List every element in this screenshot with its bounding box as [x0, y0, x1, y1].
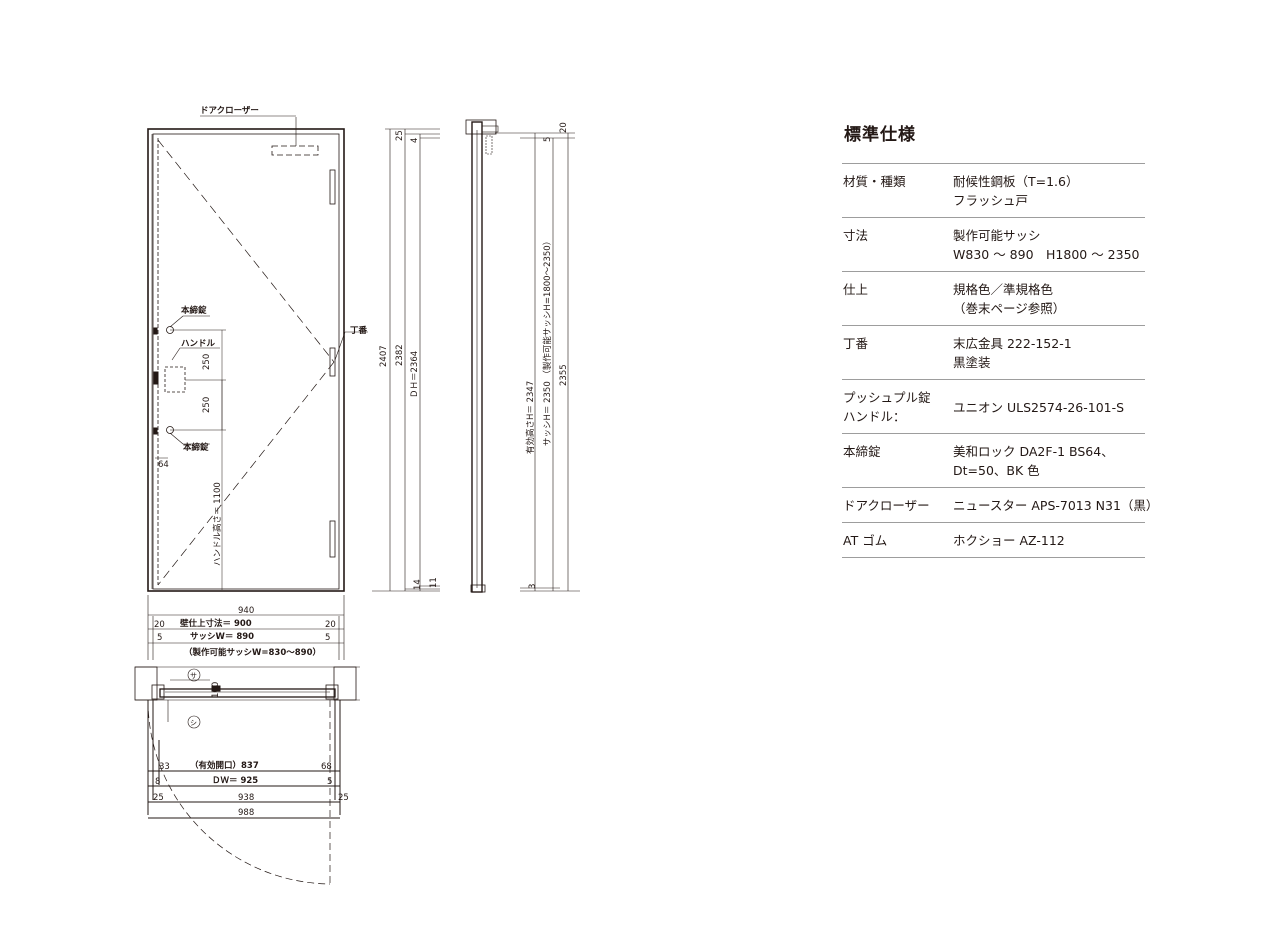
spec-value: ホクショー AZ-112: [953, 531, 1145, 550]
plan-8: 8: [155, 777, 160, 787]
spec-key: 本締錠: [843, 444, 881, 459]
dim-64: 64: [158, 460, 169, 470]
spec-value-line: 耐候性鋼板（T=1.6）: [953, 174, 1079, 189]
spec-key: 丁番: [843, 336, 869, 351]
width-20-left: 20: [154, 620, 165, 630]
plan-33: 33: [159, 762, 170, 772]
height-dimensions: [372, 128, 440, 592]
sash-height-dim: サッシH＝ 2350 （製作可能サッシH=1800～2350）: [542, 237, 553, 446]
spec-value: 末広金具 222-152-1 黒塗装: [953, 334, 1145, 372]
width-5-right: 5: [325, 633, 330, 643]
spec-value: ニュースター APS-7013 N31（黒）: [953, 496, 1158, 515]
effective-height-dim: 有効高さH＝ 2347: [525, 381, 536, 454]
spec-value: ユニオン ULS2574-26-101-S: [953, 398, 1145, 417]
dim-20-top: 20: [559, 122, 569, 133]
dim-25-top: 25: [395, 130, 405, 141]
dim-2382: 2382: [395, 344, 405, 366]
spec-value-line: ニュースター APS-7013 N31（黒）: [953, 498, 1159, 513]
spec-row-at-rubber: AT ゴム ホクショー AZ-112: [842, 523, 1145, 558]
spec-value: 製作可能サッシ W830 ～ 890 H1800 ～ 2350: [953, 226, 1145, 264]
spec-value-line: W830 ～ 890 H1800 ～ 2350: [953, 247, 1140, 262]
dim-250-a: 250: [202, 354, 212, 370]
plan-mark-sa: サ: [190, 672, 197, 680]
spec-row-door-closer: ドアクローザー ニュースター APS-7013 N31（黒）: [842, 488, 1158, 523]
plan-25-left: 25: [153, 793, 164, 803]
plan-837: （有効開口）837: [190, 760, 259, 771]
spec-value-line: （巻末ページ参照）: [953, 301, 1066, 316]
spec-value-line: Dt=50、BK 色: [953, 463, 1040, 478]
spec-key-line: プッシュプル錠: [843, 390, 931, 405]
side-section: [465, 119, 580, 593]
plan-100: 100: [211, 682, 221, 698]
spec-key: 材質・種類: [843, 174, 906, 189]
spec-value-line: 黒塗装: [953, 355, 991, 370]
spec-row-material: 材質・種類 耐候性鋼板（T=1.6） フラッシュ戸: [842, 164, 1145, 218]
front-elevation: [147, 115, 368, 592]
spec-key: 寸法: [843, 228, 869, 243]
dh-dim: ＤＨ＝2364: [410, 351, 420, 398]
spec-key: AT ゴム: [843, 533, 888, 548]
spec-value: 美和ロック DA2F-1 BS64、 Dt=50、BK 色: [953, 442, 1145, 480]
door-drawing: ドアクローザー 丁番 本締錠 ハンドル 本締錠 250 250 64 ハンドル高…: [134, 105, 580, 885]
deadbolt-top-label: 本締錠: [181, 305, 207, 316]
dim-11: 11: [429, 577, 439, 588]
width-940: 940: [238, 606, 254, 616]
spec-value: 耐候性鋼板（T=1.6） フラッシュ戸: [953, 172, 1145, 210]
spec-row-dimensions: 寸法 製作可能サッシ W830 ～ 890 H1800 ～ 2350: [842, 218, 1145, 272]
dim-250-b: 250: [202, 397, 212, 413]
plan-938: 938: [238, 793, 254, 803]
deadbolt-bottom-label: 本締錠: [183, 442, 209, 453]
spec-value-line: 美和ロック DA2F-1 BS64、: [953, 444, 1114, 459]
plan-mark-shi: シ: [190, 719, 197, 727]
width-dimensions: [147, 595, 345, 660]
spec-row-deadbolt: 本締錠 美和ロック DA2F-1 BS64、 Dt=50、BK 色: [842, 434, 1145, 488]
spec-value-line: 規格色／準規格色: [953, 282, 1054, 297]
hinge-label: 丁番: [350, 325, 368, 336]
spec-value-line: 末広金具 222-152-1: [953, 336, 1072, 351]
spec-value: 規格色／準規格色 （巻末ページ参照）: [953, 280, 1145, 318]
spec-value-line: 製作可能サッシ: [953, 228, 1041, 243]
width-890-note: （製作可能サッシW=830～890）: [184, 647, 321, 658]
width-890: サッシW＝ 890: [190, 632, 254, 642]
plan-68: 68: [321, 762, 332, 772]
dim-14: 14: [413, 579, 423, 590]
spec-value-line: フラッシュ戸: [953, 193, 1029, 208]
width-5-left: 5: [157, 633, 162, 643]
plan-section: [134, 666, 360, 885]
dim-3: 3: [528, 584, 538, 589]
plan-925: ＤＷ＝ 925: [212, 775, 258, 786]
plan-988: 988: [238, 808, 254, 818]
spec-row-finish: 仕上 規格色／準規格色 （巻末ページ参照）: [842, 272, 1145, 326]
spec-key: ドアクローザー: [843, 498, 930, 513]
dim-4-top: 4: [410, 138, 420, 143]
spec-value-line: ホクショー AZ-112: [953, 533, 1065, 548]
handle-height-dim: ハンドル高さ＝ 1100: [212, 482, 223, 566]
dim-2407: 2407: [379, 345, 389, 367]
width-900: 壁仕上寸法＝ 900: [180, 618, 252, 629]
spec-table: 材質・種類 耐候性鋼板（T=1.6） フラッシュ戸 寸法 製作可能サッシ W83…: [842, 163, 1158, 558]
spec-row-hinge: 丁番 末広金具 222-152-1 黒塗装: [842, 326, 1145, 380]
spec-row-pushpull-handle: プッシュプル錠 ハンドル： ユニオン ULS2574-26-101-S: [842, 380, 1145, 434]
door-closer-label: ドアクローザー: [200, 105, 259, 116]
width-20-right: 20: [325, 620, 336, 630]
plan-25-right: 25: [338, 793, 349, 803]
handle-label: ハンドル: [181, 339, 216, 349]
dim-2355: 2355: [559, 364, 569, 386]
spec-panel: 標準仕様 材質・種類 耐候性鋼板（T=1.6） フラッシュ戸 寸法 製作可能サッ…: [842, 120, 1158, 558]
dim-5-top: 5: [543, 137, 553, 142]
spec-key: プッシュプル錠 ハンドル：: [842, 388, 953, 426]
plan-5: 5: [327, 777, 332, 787]
spec-title: 標準仕様: [844, 125, 916, 145]
spec-key-line: ハンドル：: [843, 409, 906, 424]
spec-key: 仕上: [843, 282, 869, 297]
spec-value-line: ユニオン ULS2574-26-101-S: [953, 399, 1125, 415]
